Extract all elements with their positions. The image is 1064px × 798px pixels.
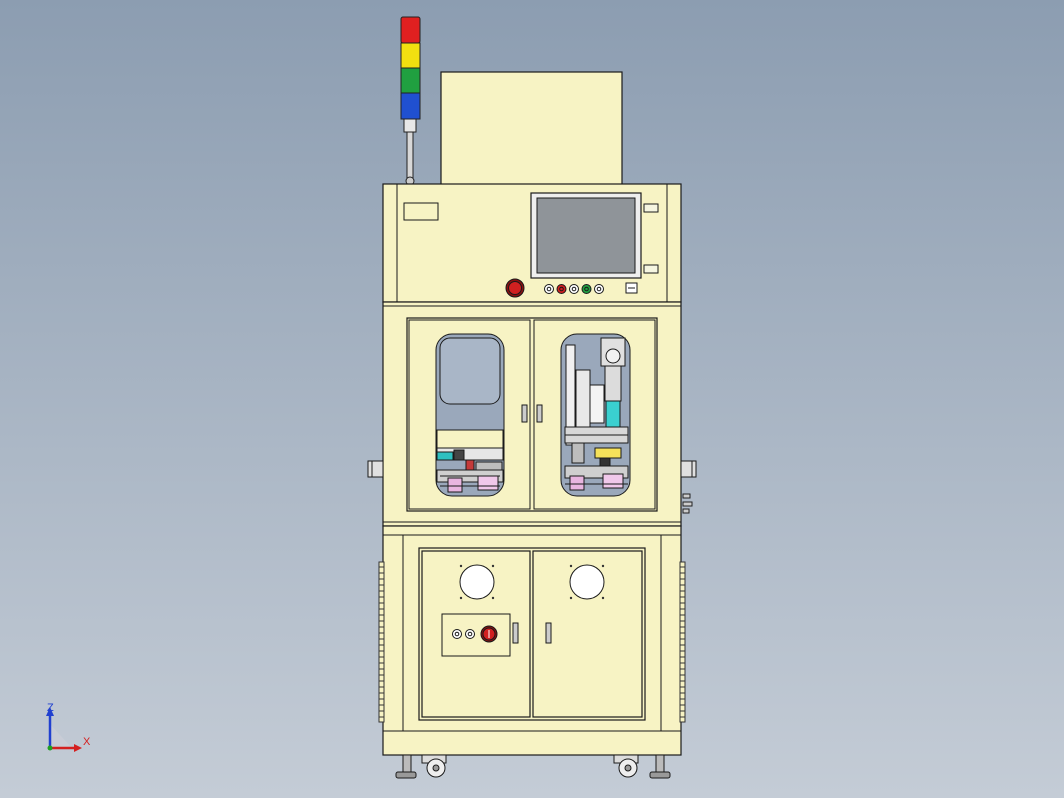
control-button-center-4 xyxy=(584,286,589,292)
leveling-foot xyxy=(402,754,412,774)
side-handle-right[interactable] xyxy=(680,460,697,478)
fan-screws xyxy=(459,564,605,600)
lower-control-button-center-1 xyxy=(454,631,460,637)
signal-light-yellow xyxy=(400,42,421,69)
control-button-3[interactable] xyxy=(569,284,579,294)
signal-light-green xyxy=(400,67,421,94)
x-axis-label: X xyxy=(83,736,91,748)
lower-button-group xyxy=(452,629,475,639)
control-button-group xyxy=(544,284,604,294)
z-axis-arrow xyxy=(46,707,54,716)
top-electrical-box[interactable] xyxy=(440,71,623,187)
upper-cabinet[interactable] xyxy=(382,183,682,303)
left-door-window xyxy=(435,333,505,497)
nameplate xyxy=(403,202,439,221)
vent-right xyxy=(679,561,686,723)
indicator-slot-bottom xyxy=(643,264,659,274)
hmi-screen[interactable] xyxy=(536,197,636,274)
right-door-window xyxy=(560,333,631,497)
y-axis xyxy=(47,745,53,751)
door-frame xyxy=(406,317,658,512)
triad-plane xyxy=(50,724,72,748)
axis-triad: Z X xyxy=(46,702,91,752)
leveling-foot-pad xyxy=(649,771,671,779)
signal-tower[interactable] xyxy=(400,16,421,186)
work-area-cabinet[interactable] xyxy=(367,301,697,527)
lower-right-door-handle[interactable] xyxy=(545,622,552,644)
fan-vent-right xyxy=(569,564,605,600)
side-fittings xyxy=(682,493,693,514)
z-axis-label: Z xyxy=(47,702,54,714)
lower-door-frame xyxy=(418,547,646,721)
indicator-slot-top xyxy=(643,203,659,213)
vent-left xyxy=(378,561,385,723)
signal-tower-pole xyxy=(406,129,414,183)
control-button-center-2 xyxy=(559,286,564,292)
leveling-foot xyxy=(655,754,665,774)
emergency-stop-button[interactable] xyxy=(508,281,522,295)
control-button-2[interactable] xyxy=(556,284,567,294)
lower-control-button-1[interactable] xyxy=(452,629,462,639)
left-door-handle[interactable] xyxy=(521,404,528,423)
fan-vent-left xyxy=(459,564,495,600)
casters-and-feet xyxy=(395,754,671,779)
lower-left-door-handle[interactable] xyxy=(512,622,519,644)
control-button-4[interactable] xyxy=(581,284,592,294)
side-handle-left[interactable] xyxy=(367,460,384,478)
x-axis-arrow xyxy=(74,744,82,752)
signal-tower-base xyxy=(403,117,417,133)
leveling-foot-pad xyxy=(395,771,417,779)
lower-control-button-2[interactable] xyxy=(465,629,475,639)
control-button-1[interactable] xyxy=(544,284,554,294)
right-door-handle[interactable] xyxy=(536,404,543,423)
signal-light-blue xyxy=(400,92,421,120)
control-button-center-3 xyxy=(571,286,577,292)
signal-light-red xyxy=(400,16,421,44)
lower-cabinet[interactable] xyxy=(378,525,686,756)
control-button-5[interactable] xyxy=(594,284,604,294)
lower-control-button-center-2 xyxy=(467,631,473,637)
control-button-center-5 xyxy=(596,286,602,292)
control-button-center-1 xyxy=(546,286,552,292)
